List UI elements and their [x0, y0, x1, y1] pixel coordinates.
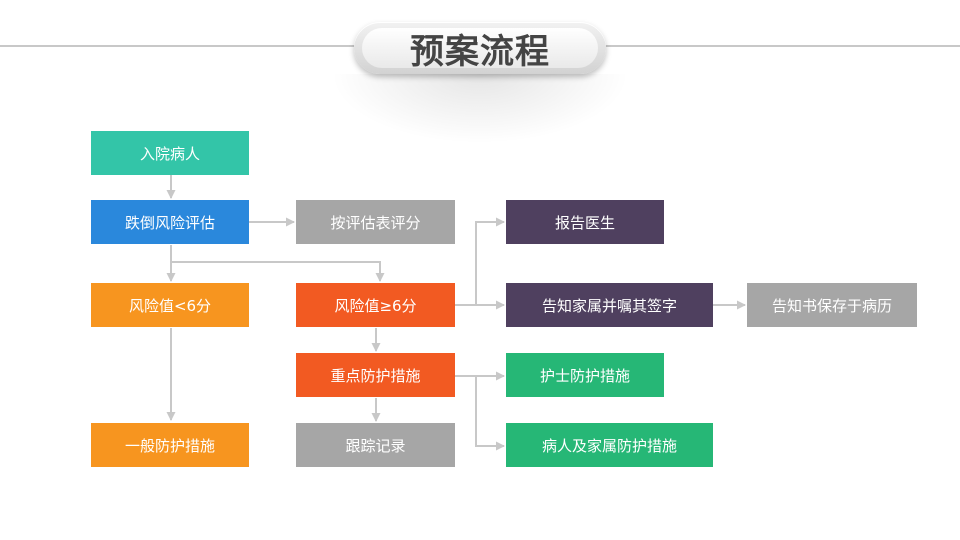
node-save-notice: 告知书保存于病历: [747, 283, 917, 327]
node-admission-label: 入院病人: [139, 144, 200, 163]
node-report-doctor-label: 报告医生: [554, 213, 615, 232]
title-rule-right: [604, 45, 960, 47]
node-follow-up-record-label: 跟踪记录: [345, 436, 406, 455]
node-risk-low-label: 风险值<6分: [128, 296, 212, 315]
node-patient-family-measures-label: 病人及家属防护措施: [541, 436, 677, 455]
title-rule-left: [0, 45, 356, 47]
node-risk-high: 风险值≥6分: [296, 283, 455, 327]
node-score-by-table-label: 按评估表评分: [330, 213, 421, 232]
node-nurse-measures: 护士防护措施: [506, 353, 664, 397]
node-inform-family-sign-label: 告知家属并嘱其签字: [541, 296, 677, 315]
node-admission: 入院病人: [91, 131, 249, 175]
node-nurse-measures-label: 护士防护措施: [539, 366, 630, 385]
node-key-measures-label: 重点防护措施: [330, 366, 421, 385]
page-title: 预案流程: [362, 28, 598, 72]
node-score-by-table: 按评估表评分: [296, 200, 455, 244]
node-key-measures: 重点防护措施: [296, 353, 455, 397]
node-general-measures: 一般防护措施: [91, 423, 249, 467]
arrow-assessment-to-risk-high: [171, 261, 385, 282]
node-risk-high-label: 风险值≥6分: [334, 296, 417, 315]
title-shadow: [330, 74, 630, 144]
node-follow-up-record: 跟踪记录: [296, 423, 455, 467]
node-patient-family-measures: 病人及家属防护措施: [506, 423, 713, 467]
node-fall-risk-assessment-label: 跌倒风险评估: [124, 213, 215, 232]
node-report-doctor: 报告医生: [506, 200, 664, 244]
node-inform-family-sign: 告知家属并嘱其签字: [506, 283, 713, 327]
arrow-key-to-patient-family: [475, 376, 505, 451]
node-save-notice-label: 告知书保存于病历: [771, 296, 892, 315]
node-fall-risk-assessment: 跌倒风险评估: [91, 200, 249, 244]
node-risk-low: 风险值<6分: [91, 283, 249, 327]
title-badge: 预案流程: [354, 22, 606, 74]
arrow-risk-high-to-report: [455, 217, 505, 306]
node-general-measures-label: 一般防护措施: [124, 436, 215, 455]
